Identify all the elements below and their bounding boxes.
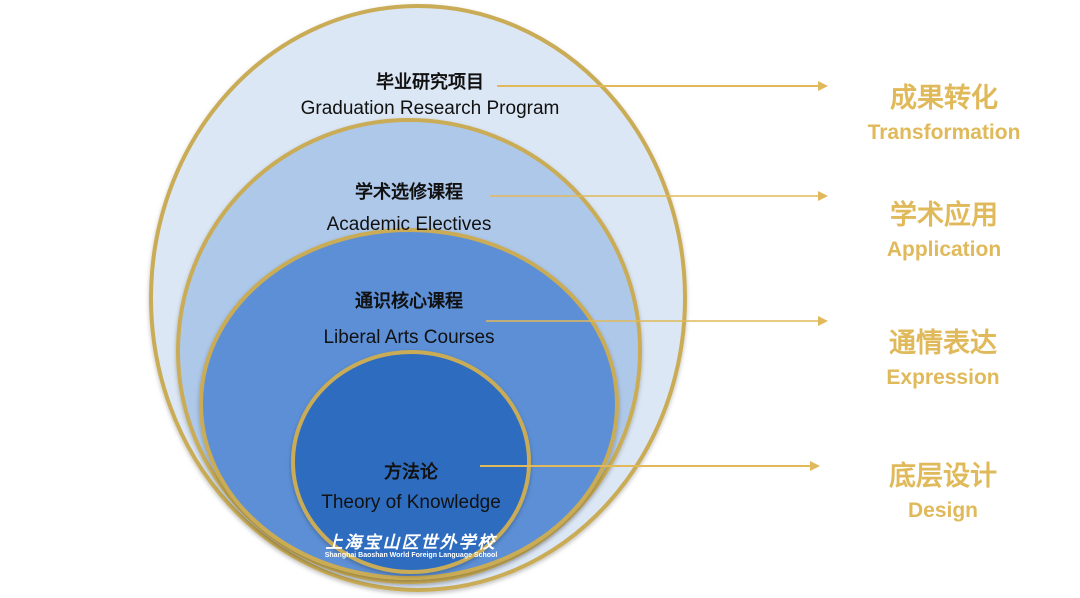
outcome-3-zh: 通情表达 (889, 328, 997, 359)
level-1-title-en: Graduation Research Program (300, 98, 560, 119)
level-3-label: 通识核心课程 Liberal Arts Courses (323, 287, 494, 349)
outcome-3: 通情表达 Expression (886, 321, 999, 390)
level-2-label: 学术选修课程 Academic Electives (327, 178, 492, 236)
outcome-1: 成果转化 Transformation (868, 76, 1021, 145)
level-2-title-en: Academic Electives (326, 214, 492, 235)
outcome-4-zh: 底层设计 (889, 461, 997, 492)
school-logo-en: Shanghai Baoshan World Foreign Language … (324, 552, 498, 559)
level-3-title-en: Liberal Arts Courses (323, 327, 495, 348)
level-1-title-zh: 毕业研究项目 (376, 72, 484, 93)
level-4-label: 方法论 Theory of Knowledge (321, 458, 501, 514)
level-4-title-en: Theory of Knowledge (321, 492, 501, 513)
level-1-label: 毕业研究项目 Graduation Research Program (301, 68, 560, 120)
outcome-3-en: Expression (886, 366, 1000, 389)
school-logo: 上海宝山区世外学校 Shanghai Baoshan World Foreign… (325, 528, 498, 559)
school-logo-zh: 上海宝山区世外学校 (325, 533, 497, 553)
outcome-4-en: Design (907, 499, 978, 522)
outcome-2-en: Application (886, 238, 1002, 261)
outcome-4: 底层设计 Design (889, 454, 997, 523)
outcome-2-zh: 学术应用 (890, 200, 998, 231)
circle-level-4 (291, 350, 531, 574)
level-4-title-zh: 方法论 (384, 462, 438, 483)
level-2-title-zh: 学术选修课程 (354, 182, 463, 203)
outcome-2: 学术应用 Application (887, 193, 1001, 262)
outcome-1-en: Transformation (867, 121, 1021, 144)
outcome-1-zh: 成果转化 (889, 83, 998, 114)
level-3-title-zh: 通识核心课程 (354, 291, 463, 312)
